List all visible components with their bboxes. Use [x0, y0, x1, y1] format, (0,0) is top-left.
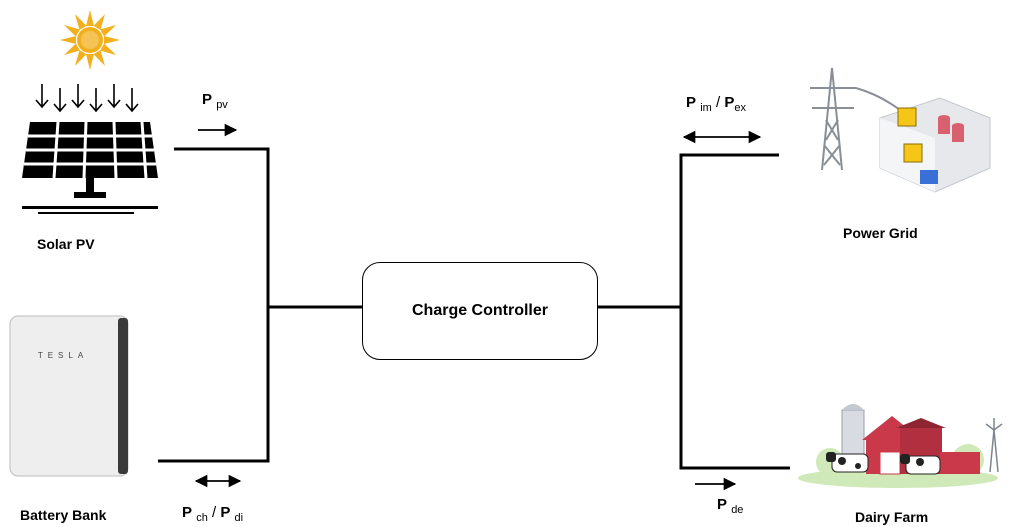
charge-symbol: P: [182, 504, 193, 521]
dairy-farm-label: Dairy Farm: [855, 509, 929, 525]
export-subscript: ex: [734, 102, 746, 114]
discharge-subscript: di: [234, 512, 244, 524]
grid-flow-label: P im / Pex: [686, 95, 746, 114]
solar-pv-label: Solar PV: [37, 236, 95, 252]
demand-subscript: de: [731, 504, 744, 516]
battery-bank-label: Battery Bank: [20, 507, 107, 523]
import-subscript: im: [700, 102, 712, 114]
battery-flow-label: P ch / P di: [182, 505, 243, 524]
power-grid-label: Power Grid: [843, 225, 918, 241]
demand-flow-label: P de: [717, 497, 743, 516]
battery-brand-text: TESLA: [38, 351, 88, 360]
export-symbol: P: [724, 94, 735, 111]
demand-symbol: P: [717, 496, 728, 513]
pv-flow-label: P pv: [202, 92, 228, 111]
battery-flow-separator: /: [207, 504, 221, 521]
battery-icon: TESLA: [9, 315, 129, 477]
discharge-symbol: P: [220, 504, 231, 521]
charge-subscript: ch: [196, 512, 208, 524]
pv-flow-symbol: P: [202, 91, 213, 108]
sunlight-arrows-icon: [35, 84, 139, 113]
sun-icon: [60, 10, 120, 70]
connection-lines: [158, 147, 790, 470]
dairy-farm-icon: [798, 404, 1003, 488]
flow-arrows: [194, 123, 762, 491]
import-symbol: P: [686, 94, 697, 111]
charge-controller-box: Charge Controller: [362, 262, 598, 360]
power-grid-icon: [810, 67, 991, 193]
charge-controller-label: Charge Controller: [411, 302, 548, 319]
grid-flow-separator: /: [711, 94, 725, 111]
pv-flow-subscript: pv: [216, 99, 228, 111]
solar-panel-icon: [22, 121, 158, 214]
